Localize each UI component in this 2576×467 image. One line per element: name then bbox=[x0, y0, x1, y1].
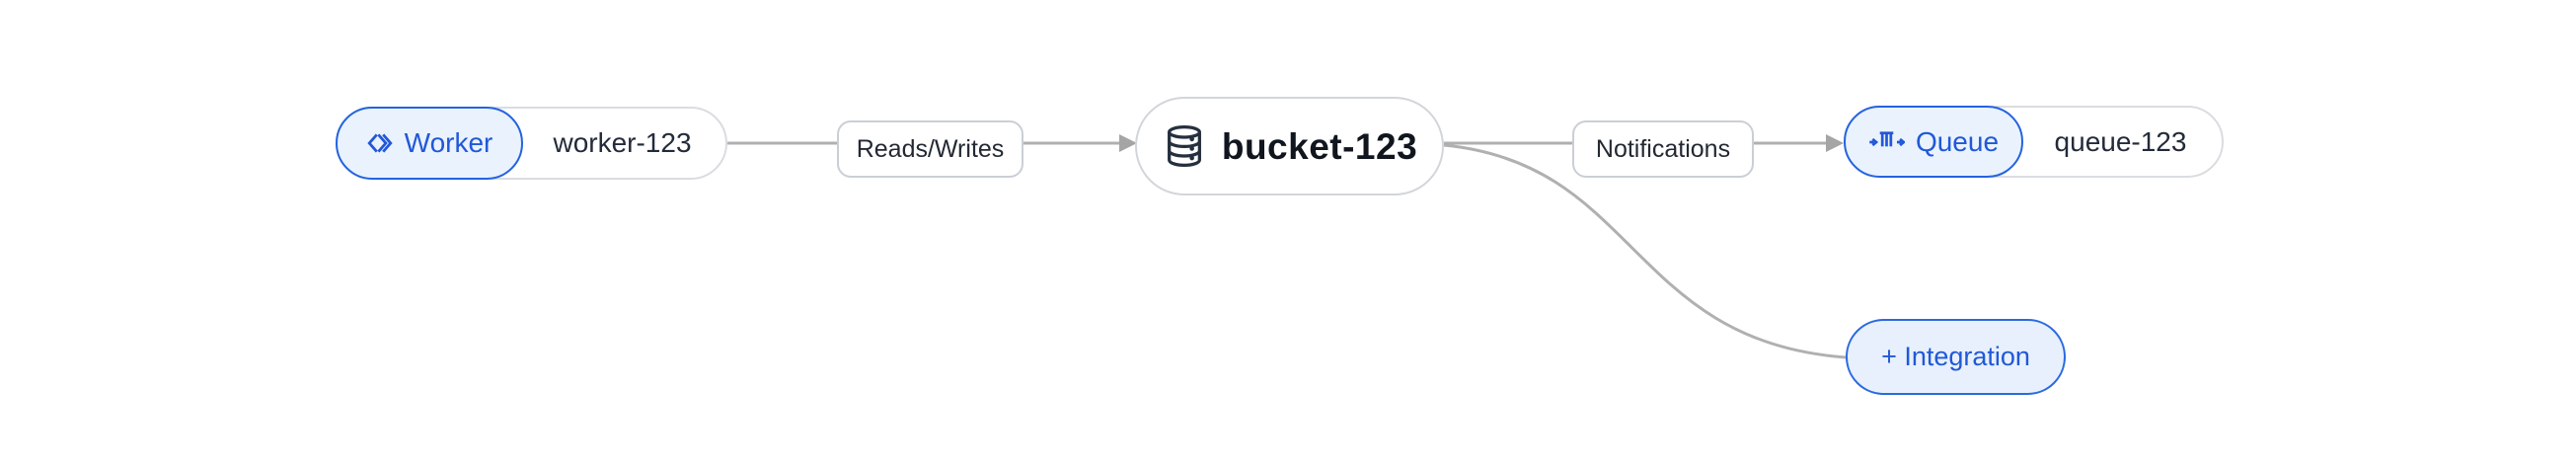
code-brackets-icon bbox=[367, 133, 393, 153]
queue-node[interactable]: Queue queue-123 bbox=[1844, 106, 2224, 178]
arrowhead-into-bucket bbox=[1119, 134, 1137, 152]
worker-type-badge: Worker bbox=[336, 107, 523, 180]
notifications-label-text: Notifications bbox=[1595, 134, 1731, 163]
edge-bucket-to-integration-curve bbox=[1443, 143, 1847, 359]
queue-type-badge: Queue bbox=[1844, 106, 2023, 178]
worker-name: worker-123 bbox=[553, 127, 692, 158]
notifications-edge-label: Notifications bbox=[1572, 120, 1754, 178]
bucket-name: bucket-123 bbox=[1221, 125, 1418, 167]
worker-badge-label: Worker bbox=[404, 127, 493, 158]
queue-name: queue-123 bbox=[2054, 125, 2187, 157]
queue-icon bbox=[1869, 130, 1905, 146]
add-integration-button[interactable]: + Integration bbox=[1846, 319, 2066, 395]
add-integration-label: + Integration bbox=[1881, 342, 2030, 371]
bucket-node[interactable]: bucket-123 bbox=[1135, 97, 1444, 195]
database-icon bbox=[1167, 125, 1201, 167]
queue-badge-label: Queue bbox=[1915, 125, 2000, 157]
worker-node[interactable]: Worker worker-123 bbox=[336, 107, 727, 180]
reads-writes-edge-label: Reads/Writes bbox=[837, 120, 1023, 178]
reads-writes-label-text: Reads/Writes bbox=[856, 134, 1005, 163]
arrowhead-into-queue bbox=[1826, 134, 1844, 152]
